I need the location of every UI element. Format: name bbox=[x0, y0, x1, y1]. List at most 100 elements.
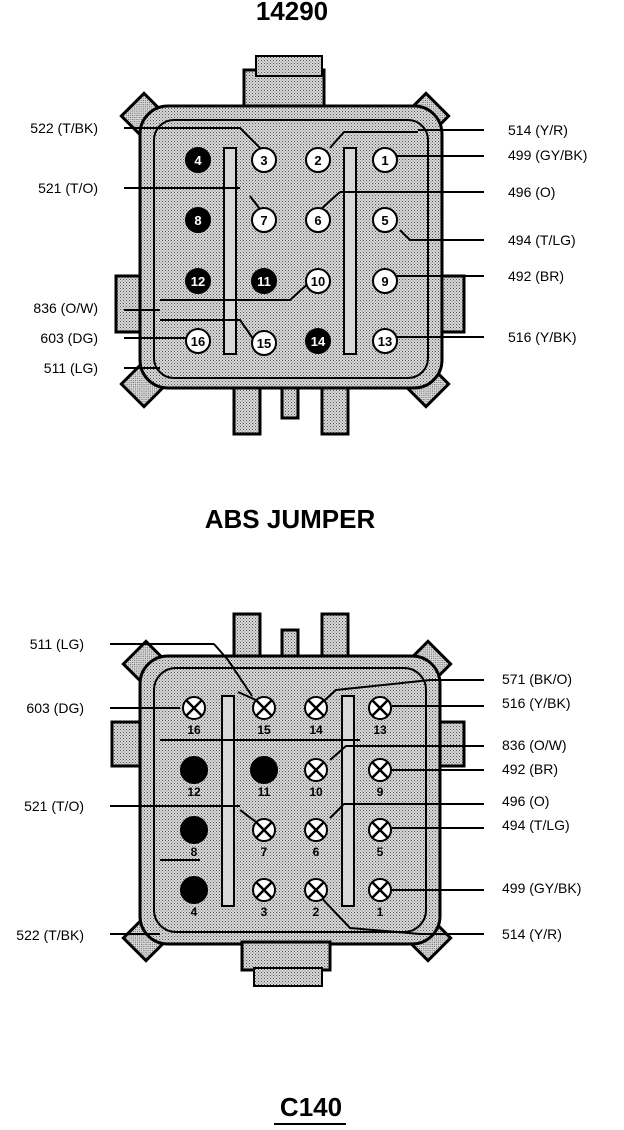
top-connector-trace bbox=[319, 191, 341, 211]
bottom-pin: 7 bbox=[252, 818, 276, 859]
bottom-connector-labels: 511 (LG) 603 (DG) 521 (T/O) 522 (T/BK) 5… bbox=[16, 636, 581, 943]
bottom-pin: 4 bbox=[180, 876, 208, 919]
bottom-pin-number: 13 bbox=[373, 723, 387, 737]
bottom-pin-number: 15 bbox=[257, 723, 271, 737]
bottom-pin-number: 3 bbox=[261, 905, 268, 919]
top-pin: 9 bbox=[372, 268, 398, 294]
bottom-connector-inner-border bbox=[153, 667, 427, 933]
wire-label: 496 (O) bbox=[502, 793, 549, 809]
top-connector-title: 14290 bbox=[256, 0, 328, 26]
bottom-connector-latch-cap bbox=[253, 967, 323, 987]
bottom-pin-number: 6 bbox=[313, 845, 320, 859]
open-cavity-mark bbox=[371, 761, 389, 779]
top-pin-number: 1 bbox=[381, 153, 388, 168]
top-pin-number: 14 bbox=[311, 334, 326, 349]
top-pin: 16 bbox=[185, 328, 211, 354]
wire-label: 494 (T/LG) bbox=[502, 817, 570, 833]
bottom-pin: 13 bbox=[368, 696, 392, 737]
top-pin: 4 bbox=[185, 147, 211, 173]
top-pin: 11 bbox=[251, 268, 277, 294]
wire-label: 492 (BR) bbox=[502, 761, 558, 777]
top-pin-number: 8 bbox=[194, 213, 201, 228]
top-pin-number: 4 bbox=[194, 153, 202, 168]
wire-label: 603 (DG) bbox=[26, 700, 84, 716]
open-cavity-mark bbox=[307, 761, 325, 779]
top-pin-number: 9 bbox=[381, 274, 388, 289]
open-cavity-mark bbox=[307, 881, 325, 899]
top-pin-number: 2 bbox=[314, 153, 321, 168]
wire-label: 499 (GY/BK) bbox=[502, 880, 581, 896]
bottom-pin: 1 bbox=[368, 878, 392, 919]
bottom-connector-title: C140 bbox=[280, 1092, 342, 1122]
top-connector-inner-border bbox=[153, 119, 429, 379]
bottom-connector-trace bbox=[315, 891, 421, 935]
wire-label: 521 (T/O) bbox=[38, 180, 98, 196]
top-connector-leg bbox=[232, 386, 262, 436]
top-connector-trace bbox=[160, 127, 263, 151]
wire-label: 571 (BK/O) bbox=[502, 671, 572, 687]
top-pin: 14 bbox=[305, 328, 331, 354]
top-pin-number: 11 bbox=[257, 274, 271, 289]
wire-label: 521 (T/O) bbox=[24, 798, 84, 814]
bottom-pin-number: 2 bbox=[313, 905, 320, 919]
top-pin: 1 bbox=[372, 147, 398, 173]
bottom-connector-divider bbox=[341, 695, 355, 907]
top-connector-divider bbox=[223, 147, 237, 355]
top-pin: 3 bbox=[251, 147, 277, 173]
bottom-pin-number: 14 bbox=[309, 723, 323, 737]
top-pin-number: 6 bbox=[314, 213, 321, 228]
open-cavity-mark bbox=[371, 881, 389, 899]
top-connector-trace bbox=[329, 131, 418, 149]
wire-label: 836 (O/W) bbox=[502, 737, 567, 753]
wire-label: 836 (O/W) bbox=[33, 300, 98, 316]
bottom-pin: 6 bbox=[304, 818, 328, 859]
bottom-connector-trace bbox=[329, 745, 420, 761]
open-cavity-mark bbox=[371, 699, 389, 717]
wire-label: 499 (GY/BK) bbox=[508, 147, 587, 163]
top-pin-number: 12 bbox=[191, 274, 205, 289]
bottom-pin: 14 bbox=[304, 696, 328, 737]
bottom-pin: 9 bbox=[368, 758, 392, 799]
bottom-pin: 2 bbox=[304, 878, 328, 919]
top-pin: 7 bbox=[251, 207, 277, 233]
bottom-connector-body bbox=[138, 654, 442, 946]
open-cavity-mark bbox=[255, 699, 273, 717]
top-pin-number: 10 bbox=[311, 274, 325, 289]
open-cavity-mark bbox=[371, 821, 389, 839]
wire-label: 496 (O) bbox=[508, 184, 555, 200]
bottom-pin-number: 10 bbox=[309, 785, 323, 799]
bottom-pin: 11 bbox=[250, 756, 278, 799]
top-connector-trace bbox=[399, 229, 430, 241]
top-pin-number: 16 bbox=[191, 334, 205, 349]
top-pin-number: 3 bbox=[260, 153, 267, 168]
bottom-pin-number: 4 bbox=[191, 905, 198, 919]
top-pin-number: 13 bbox=[378, 334, 392, 349]
open-cavity-mark bbox=[255, 881, 273, 899]
bottom-pin-number: 11 bbox=[258, 785, 271, 799]
open-cavity-mark bbox=[307, 821, 325, 839]
bottom-pin: 15 bbox=[252, 696, 276, 737]
bottom-pin: 8 bbox=[180, 816, 208, 859]
wire-label: 514 (Y/R) bbox=[502, 926, 562, 942]
top-connector-latch-cap bbox=[255, 55, 323, 77]
top-pin: 6 bbox=[305, 207, 331, 233]
wire-label: 514 (Y/R) bbox=[508, 122, 568, 138]
bottom-pin-number: 12 bbox=[187, 785, 201, 799]
jumper-title: ABS JUMPER bbox=[205, 504, 376, 534]
top-connector-labels: 522 (T/BK) 521 (T/O) 836 (O/W) 603 (DG) … bbox=[30, 120, 587, 376]
bottom-connector-leaders bbox=[110, 643, 484, 935]
bottom-connector-divider bbox=[221, 695, 235, 907]
wire-label: 494 (T/LG) bbox=[508, 232, 576, 248]
wire-label: 522 (T/BK) bbox=[30, 120, 98, 136]
top-connector-leg bbox=[280, 386, 300, 420]
bottom-connector bbox=[110, 612, 466, 987]
bottom-pin-number: 9 bbox=[377, 785, 384, 799]
bottom-pin: 5 bbox=[368, 818, 392, 859]
bottom-pin-number: 8 bbox=[191, 845, 198, 859]
top-pin: 12 bbox=[185, 268, 211, 294]
top-pin: 15 bbox=[251, 330, 277, 356]
top-pin: 10 bbox=[305, 268, 331, 294]
top-connector bbox=[114, 55, 466, 436]
